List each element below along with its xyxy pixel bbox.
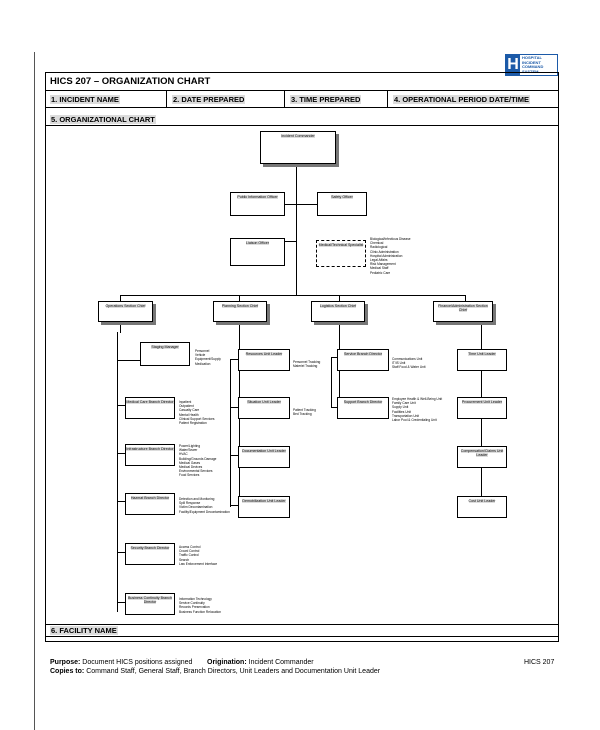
page-margin-rule [34, 52, 35, 730]
box-incident-commander: Incident Commander [260, 131, 336, 164]
infrastructure-list: Power/Lighting Water/Sewer HVAC Building… [179, 444, 217, 478]
box-situation-unit: Situation Unit Leader [238, 397, 290, 419]
box-hazmat-branch: Hazmat Branch Director [125, 493, 175, 515]
header-fields-row: 1. INCIDENT NAME 2. DATE PREPARED 3. TIM… [45, 90, 559, 108]
connector-line [465, 295, 466, 301]
business-continuity-list: Information Technology Service Continuit… [179, 597, 221, 614]
service-branch-list: Communications Unit IT/IS Unit Staff Foo… [392, 357, 426, 370]
security-list: Access Control Crowd Control Traffic Con… [179, 545, 218, 566]
connector-line [239, 295, 240, 301]
footer-copies: Copies to: Command Staff, General Staff,… [50, 668, 381, 675]
connector-line [117, 552, 125, 553]
box-cost-unit: Cost Unit Leader [457, 496, 507, 518]
footer-form-id: HICS 207 [524, 659, 555, 666]
box-security-branch: Security Branch Director [125, 543, 175, 565]
staging-list: Personnel Vehicle Equipment/Supply Medic… [195, 349, 221, 366]
connector-line [120, 322, 121, 333]
connector-line [117, 453, 125, 454]
box-time-unit: Time Unit Leader [457, 349, 507, 371]
box-staging-manager: Staging Manager [140, 342, 190, 366]
box-service-branch: Service Branch Director [337, 349, 389, 371]
resources-unit-list: Personnel Tracking Materiel Tracking [293, 360, 321, 369]
connector-line [230, 407, 238, 408]
connector-line [285, 241, 297, 242]
box-planning-section-chief: Planning Section Chief [213, 301, 267, 322]
box-procurement-unit: Procurement Unit Leader [457, 397, 507, 419]
connector-line [267, 204, 320, 205]
form-title: HICS 207 – ORGANIZATION CHART [50, 76, 211, 87]
support-branch-list: Employee Health & Well-Being Unit Family… [392, 397, 443, 423]
box-liaison-officer: Liaison Officer [230, 238, 285, 266]
medtech-specialties-list: Biological/Infectious Disease Chemical R… [370, 237, 411, 275]
connector-line [120, 295, 121, 301]
box-business-continuity-branch: Business Continuity Branch Director [125, 593, 175, 615]
box-compensation-claims-unit: Compensation/Claims Unit Leader [457, 446, 507, 468]
hazmat-list: Detection and Monitoring Spill Response … [179, 497, 230, 514]
connector-line [331, 357, 332, 407]
connector-line [230, 359, 238, 360]
connector-line [117, 405, 125, 406]
connector-line [117, 501, 125, 502]
field-incident-name[interactable]: 1. INCIDENT NAME [45, 91, 167, 108]
box-resources-unit: Resources Unit Leader [238, 349, 290, 371]
hics-logo: H HOSPITAL INCIDENT COMMAND SYSTEM [505, 54, 558, 76]
connector-line [331, 357, 340, 358]
footer-origination: Origination: Incident Commander [207, 659, 314, 666]
box-medical-technical-specialist: Medical/Technical Specialist [316, 240, 366, 267]
medical-care-list: Inpatient Outpatient Casualty Care Menta… [179, 400, 215, 426]
connector-line [230, 455, 238, 456]
connector-line [117, 332, 118, 612]
box-demobilization-unit: Demobilization Unit Leader [238, 496, 290, 518]
logo-text: HOSPITAL INCIDENT COMMAND SYSTEM [522, 55, 544, 74]
connector-line [296, 164, 297, 296]
box-public-information-officer: Public Information Officer [230, 192, 285, 216]
box-support-branch: Support Branch Director [337, 397, 389, 419]
box-finance-section-chief: Finance/Administration Section Chief [433, 301, 493, 322]
connector-line [117, 602, 125, 603]
section-facility-name[interactable]: 6. FACILITY NAME [45, 624, 559, 637]
box-safety-officer: Safety Officer [317, 192, 367, 216]
connector-line [117, 360, 141, 361]
connector-line [339, 295, 340, 301]
box-documentation-unit: Documentation Unit Leader [238, 446, 290, 468]
connector-line [331, 407, 337, 408]
situation-unit-list: Patient Tracking Bed Tracking [293, 408, 316, 417]
field-operational-period[interactable]: 4. OPERATIONAL PERIOD DATE/TIME [393, 95, 531, 104]
box-logistics-section-chief: Logistics Section Chief [311, 301, 365, 322]
org-chart: Incident Commander Public Information Of… [45, 127, 559, 622]
footer-purpose: Purpose: Document HICS positions assigne… [50, 659, 193, 666]
connector-line [230, 359, 231, 507]
logo-letter: H [506, 55, 520, 75]
connector-line [120, 295, 465, 296]
box-medical-care-branch: Medical Care Branch Director [125, 397, 175, 419]
box-infrastructure-branch: Infrastructure Branch Director [125, 444, 175, 466]
field-time-prepared[interactable]: 3. TIME PREPARED [285, 91, 388, 108]
box-operations-section-chief: Operations Section Chief [98, 301, 153, 322]
field-date-prepared[interactable]: 2. DATE PREPARED [167, 91, 285, 108]
form-frame [45, 72, 559, 642]
section-org-chart-header: 5. ORGANIZATIONAL CHART [45, 114, 559, 126]
connector-line [230, 505, 238, 506]
